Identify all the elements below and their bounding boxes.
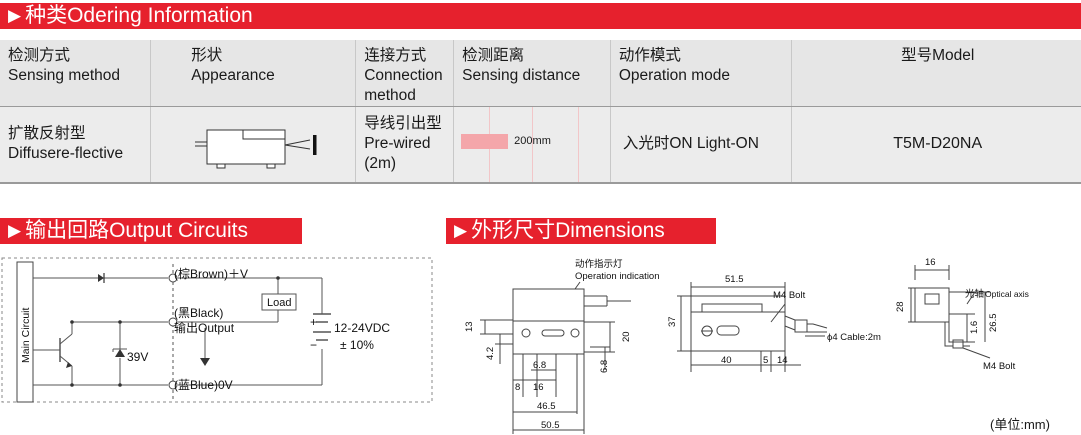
header-model: 型号Model	[791, 40, 1081, 107]
indicator-label-en: Operation indication	[575, 271, 660, 282]
plus-sign: +	[310, 315, 317, 329]
unit-note: (单位:mm)	[990, 417, 1050, 432]
scale-tick	[532, 107, 534, 182]
dim-6-8: 6.8	[533, 360, 546, 371]
cable-label: ϕ4 Cable:2m	[827, 332, 881, 343]
dim-37: 37	[667, 316, 678, 327]
bracket-dim-16: 16	[925, 257, 936, 268]
optical-axis-cn: 光轴	[965, 288, 984, 300]
zener-label: 39V	[127, 350, 148, 364]
sensor-appearance-icon	[195, 129, 317, 169]
cell-operation-mode: 入光时ON Light-ON	[609, 106, 792, 184]
dim-46-5: 46.5	[537, 401, 556, 412]
minus-sign: −	[310, 338, 317, 352]
output-title: 输出回路Output Circuits	[25, 219, 248, 242]
dim-13: 13	[464, 321, 475, 332]
supply-voltage-label: 12-24VDC	[334, 321, 390, 335]
bracket-dim-26-5: 26.5	[988, 314, 999, 333]
load-label: Load	[267, 297, 291, 309]
bracket-m4-bolt: M4 Bolt	[983, 361, 1016, 372]
cell-appearance	[150, 106, 356, 184]
dim-6-8b: 6.8	[599, 360, 610, 373]
distance-label: 200mm	[514, 135, 551, 147]
scale-tick	[578, 107, 580, 182]
brown-wire-label: (棕Brown)＋V	[174, 266, 248, 281]
triangle-right-icon: ▶	[454, 221, 468, 240]
dim-4-2: 4.2	[485, 347, 496, 360]
dim-50-5: 50.5	[541, 420, 560, 431]
dim-16: 16	[533, 382, 544, 393]
dim-5: 5	[763, 355, 768, 366]
black-wire-label: (黑Black)	[174, 306, 223, 320]
main-circuit-label: Main Circuit	[20, 307, 32, 363]
m4-bolt-label: M4 Bolt	[773, 290, 806, 301]
distance-bar	[461, 134, 509, 149]
optical-axis-en: Optical axis	[985, 289, 1029, 299]
bracket-dim-28: 28	[895, 301, 906, 312]
triangle-right-icon: ▶	[8, 6, 22, 25]
dim-51-5: 51.5	[725, 274, 744, 285]
dim-8: 8	[515, 382, 520, 393]
dimensions-section-header: ▶外形尺寸Dimensions	[446, 218, 716, 244]
ordering-title: 种类Odering Information	[25, 4, 253, 27]
dim-20: 20	[621, 331, 632, 342]
output-section-header: ▶输出回路Output Circuits	[0, 218, 302, 244]
cell-model: T5M-D20NA	[791, 106, 1081, 184]
cell-sensing-distance: 200mm	[453, 106, 611, 184]
output-label: 输出Output	[174, 320, 235, 335]
indicator-label-cn: 动作指示灯	[575, 258, 623, 270]
dimensions-title: 外形尺寸Dimensions	[471, 219, 665, 242]
dim-40: 40	[721, 355, 732, 366]
supply-tolerance-label: ± 10%	[340, 338, 374, 352]
triangle-right-icon: ▶	[8, 221, 22, 240]
ordering-section-header: ▶种类Odering Information	[0, 3, 1081, 29]
dim-14: 14	[777, 355, 788, 366]
bracket-dim-1-6: 1.6	[969, 321, 980, 334]
output-circuit-diagram: Main Circuit (棕Brown)＋V (黑Black) 输出Outpu…	[1, 257, 433, 403]
blue-wire-label: (蓝Blue)0V	[174, 378, 233, 392]
dimensions-drawing: 动作指示灯 Operation indication	[464, 257, 1029, 434]
